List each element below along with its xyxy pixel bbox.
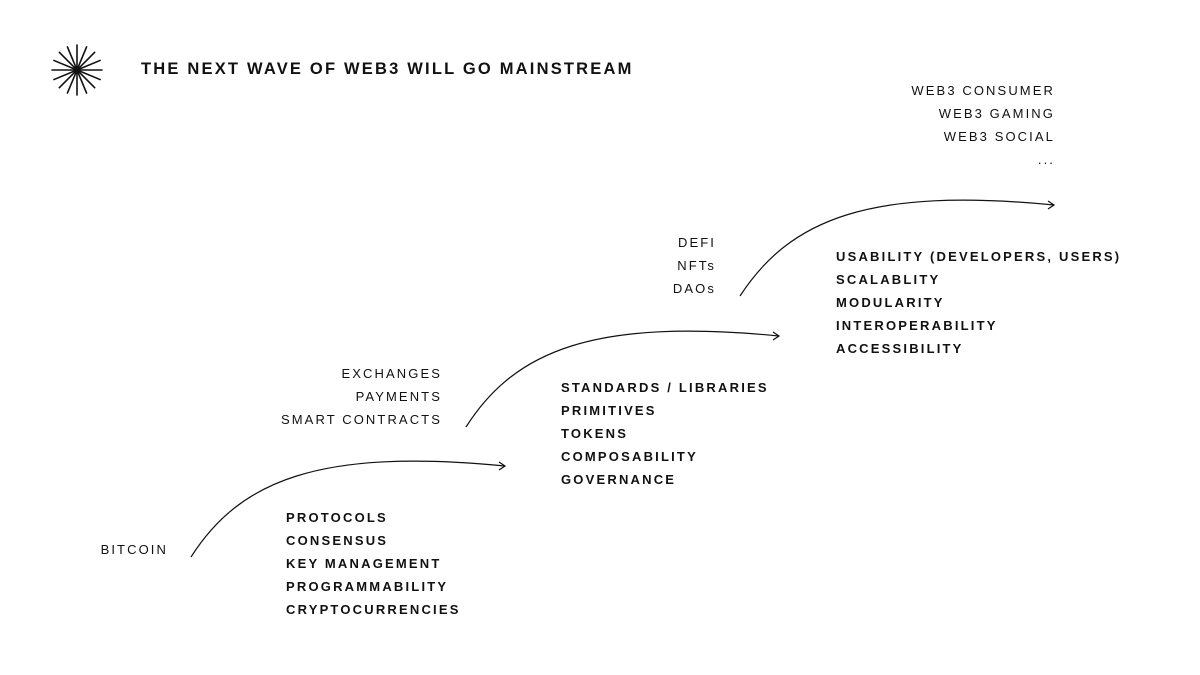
enabler-item: INTEROPERABILITY [836,318,998,333]
starburst-icon [51,44,103,96]
stage-label: EXCHANGES [341,366,442,381]
arrowhead-3 [1047,200,1056,210]
stage-label-group: DEFI NFTs DAOs [596,231,716,300]
enabler-item: MODULARITY [836,295,945,310]
enabler-list: STANDARDS / LIBRARIES PRIMITIVES TOKENS … [561,376,769,491]
page-title: THE NEXT WAVE OF WEB3 WILL GO MAINSTREAM [141,60,634,78]
enabler-item: PROGRAMMABILITY [286,579,449,594]
stage-label-group: WEB3 CONSUMER WEB3 GAMING WEB3 SOCIAL ..… [855,79,1055,171]
enabler-item: GOVERNANCE [561,472,677,487]
stage-label: NFTs [677,258,716,273]
stage-label: SMART CONTRACTS [280,412,442,427]
arrow-apps-to-defi [465,330,780,428]
stage-label-group: BITCOIN [60,538,168,561]
stage-label: DEFI [677,235,716,250]
arrowhead-2 [772,331,781,341]
enabler-item: PRIMITIVES [561,403,657,418]
enabler-item: STANDARDS / LIBRARIES [561,380,769,395]
enabler-item: PROTOCOLS [286,510,388,525]
arrow-bitcoin-to-apps [190,460,506,558]
stage-label-group: EXCHANGES PAYMENTS SMART CONTRACTS [242,362,442,431]
enabler-item: KEY MANAGEMENT [286,556,442,571]
stage-label: DAOs [672,281,716,296]
enabler-item: USABILITY (DEVELOPERS, USERS) [836,249,1122,264]
enabler-list: USABILITY (DEVELOPERS, USERS) SCALABLITY… [836,245,1121,360]
enabler-item: CRYPTOCURRENCIES [286,602,461,617]
stage-label: WEB3 GAMING [938,106,1055,121]
enabler-item: CONSENSUS [286,533,389,548]
enabler-item: ACCESSIBILITY [836,341,964,356]
enabler-item: SCALABLITY [836,272,941,287]
stage-label: BITCOIN [100,542,168,557]
stage-label: WEB3 SOCIAL [943,129,1055,144]
stage-label: ... [1037,152,1055,167]
stage-label: WEB3 CONSUMER [911,83,1055,98]
stage-label: PAYMENTS [355,389,442,404]
enabler-item: COMPOSABILITY [561,449,698,464]
enabler-item: TOKENS [561,426,629,441]
enabler-list: PROTOCOLS CONSENSUS KEY MANAGEMENT PROGR… [286,506,461,621]
arrowhead-1 [498,461,507,471]
arrow-defi-to-consumer [739,199,1055,297]
